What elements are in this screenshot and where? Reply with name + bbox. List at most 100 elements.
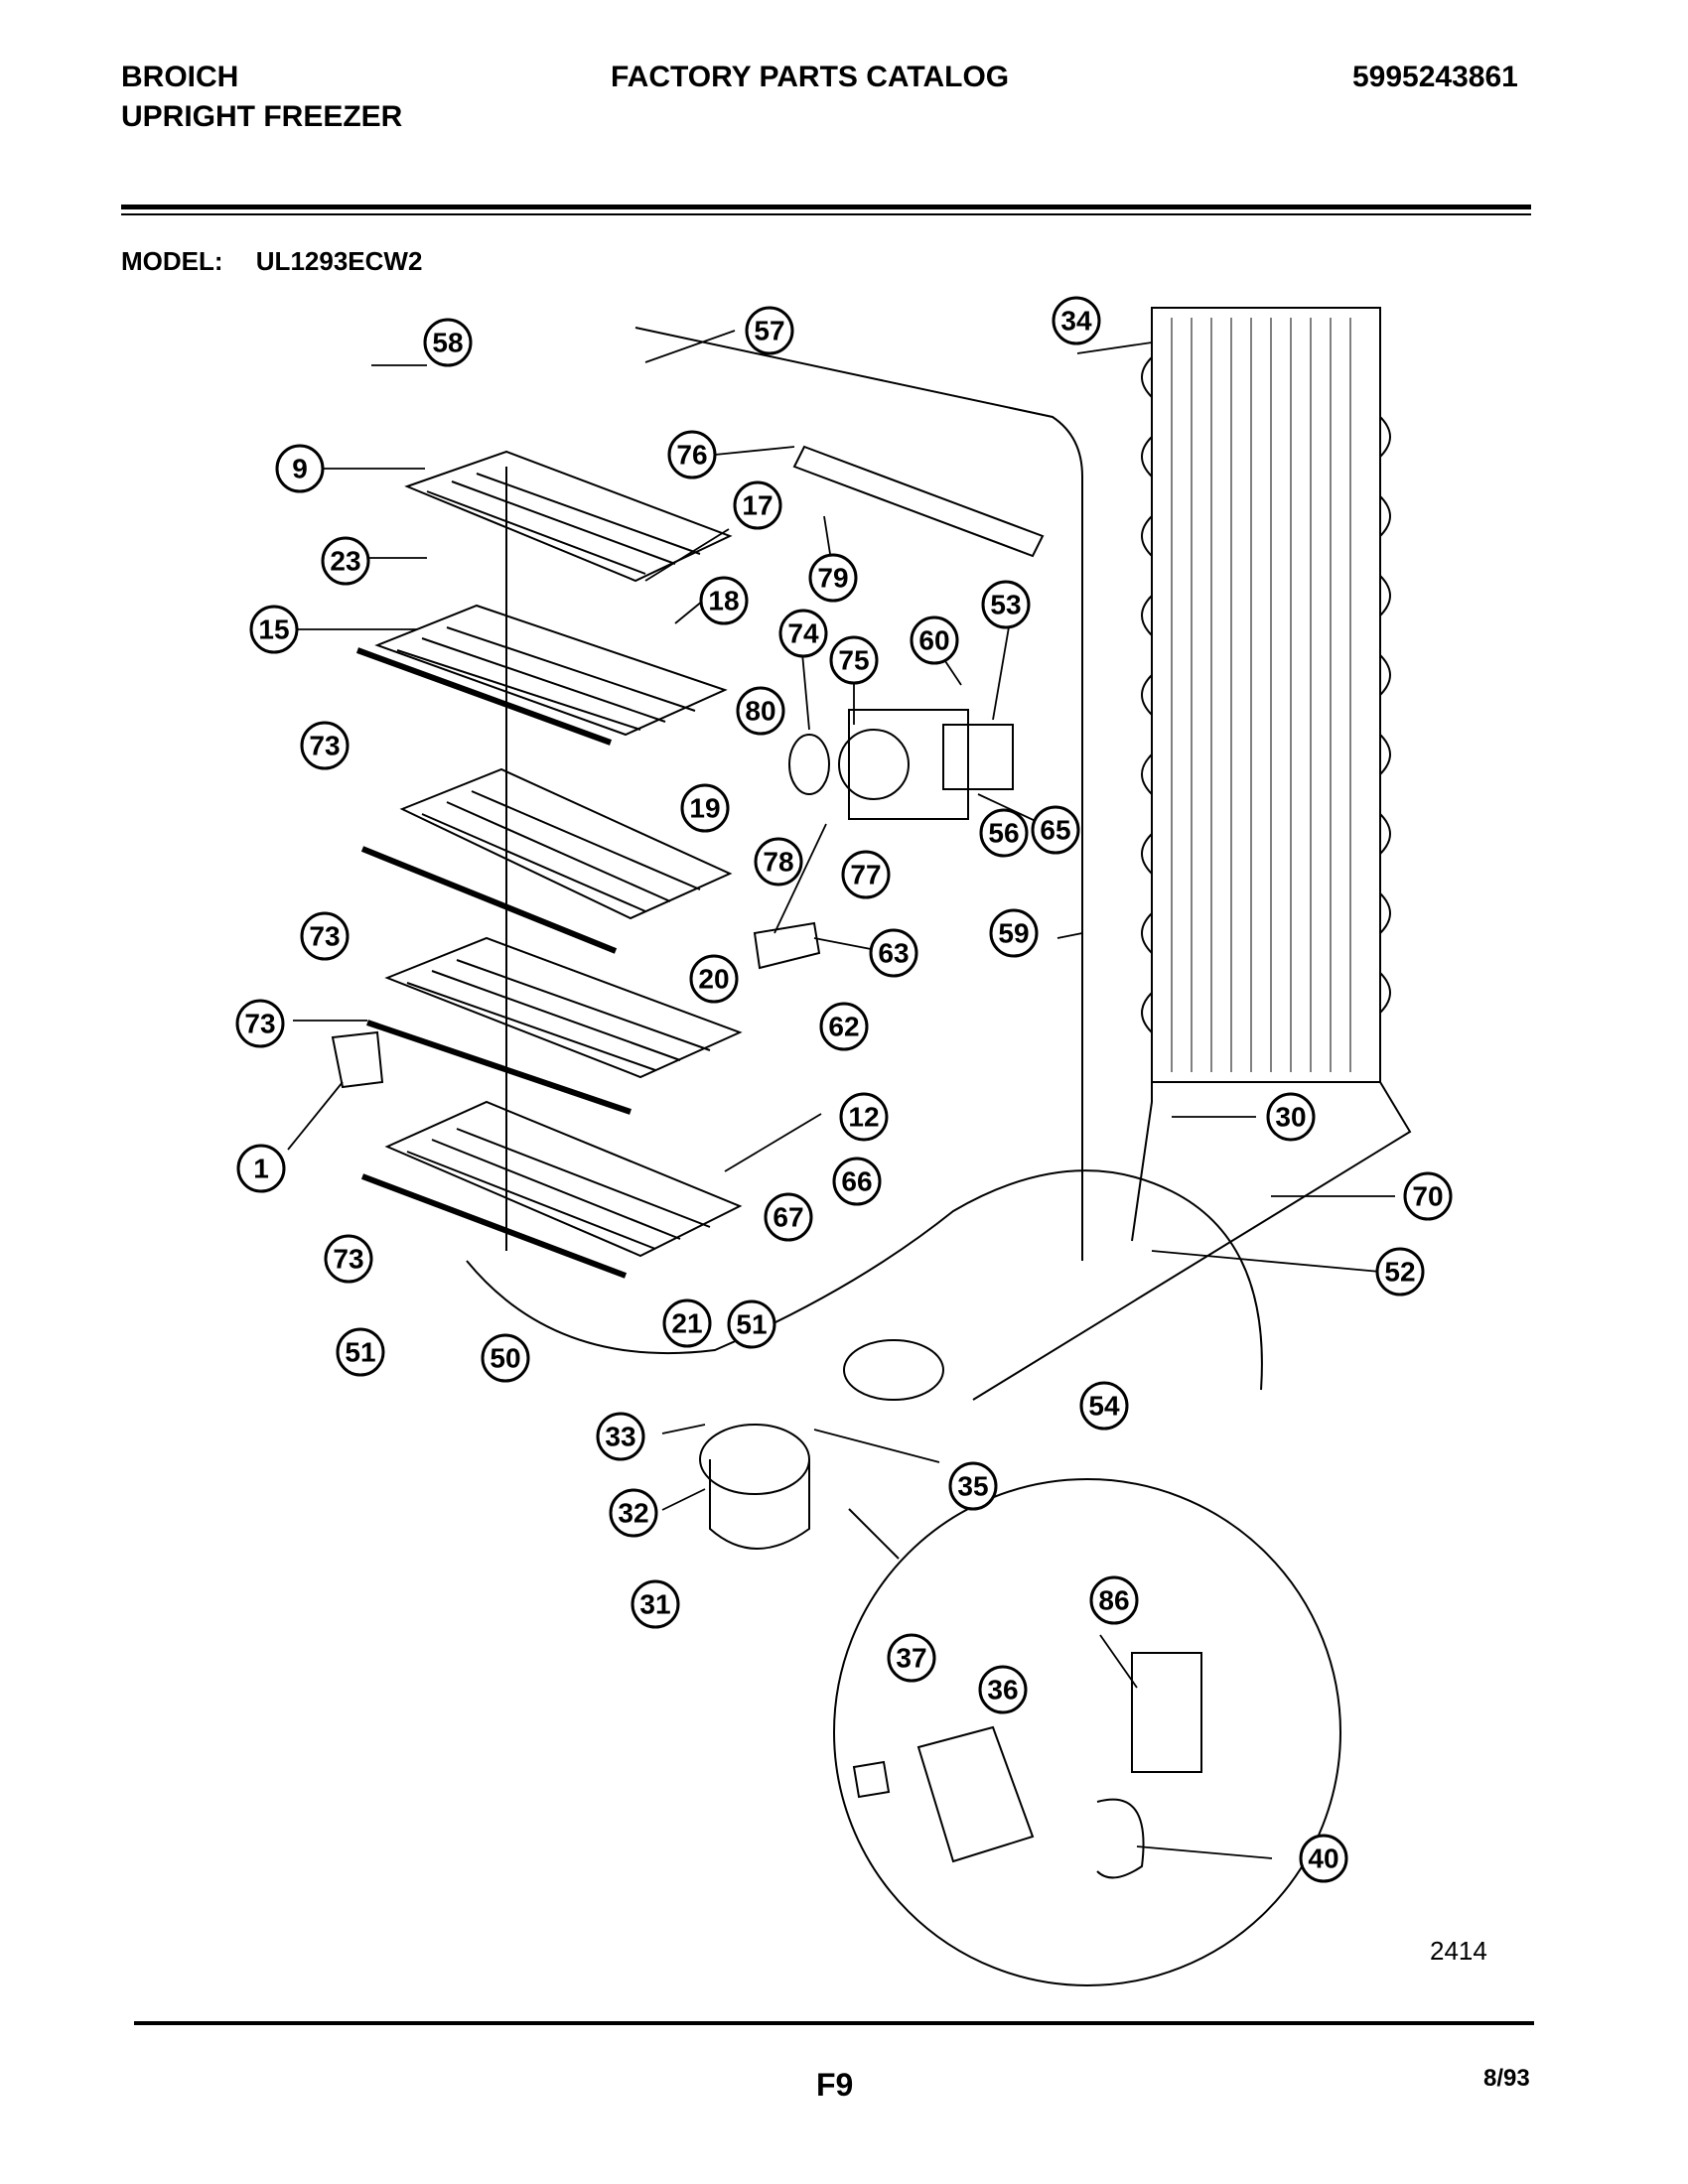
callout-67: 67 bbox=[764, 1192, 813, 1242]
page-number: F9 bbox=[816, 2067, 854, 2103]
svg-text:77: 77 bbox=[850, 860, 881, 890]
svg-text:51: 51 bbox=[736, 1309, 767, 1340]
footer-rule bbox=[134, 2021, 1534, 2025]
model-number: UL1293ECW2 bbox=[255, 246, 423, 276]
callout-74: 74 bbox=[778, 609, 828, 658]
svg-text:12: 12 bbox=[848, 1102, 879, 1133]
callout-51-right: 51 bbox=[727, 1299, 776, 1349]
model-row: MODEL: UL1293ECW2 bbox=[121, 246, 422, 277]
callout-66: 66 bbox=[832, 1157, 882, 1206]
brand-name: BROICH bbox=[121, 61, 239, 93]
callout-23: 23 bbox=[321, 536, 370, 586]
callout-33: 33 bbox=[596, 1412, 645, 1461]
callout-86: 86 bbox=[1089, 1575, 1139, 1625]
callout-58: 58 bbox=[423, 318, 473, 367]
door-latch bbox=[331, 1030, 384, 1089]
callout-1: 1 bbox=[236, 1144, 286, 1193]
svg-text:65: 65 bbox=[1040, 815, 1070, 846]
svg-text:73: 73 bbox=[309, 921, 340, 952]
svg-text:58: 58 bbox=[432, 328, 463, 358]
relay-detail-view bbox=[833, 1478, 1341, 1986]
callout-73-3: 73 bbox=[235, 999, 285, 1048]
svg-text:78: 78 bbox=[763, 847, 793, 878]
revision-date: 8/93 bbox=[1483, 2065, 1530, 2092]
svg-text:40: 40 bbox=[1308, 1843, 1338, 1874]
svg-text:32: 32 bbox=[618, 1498, 648, 1529]
suction-line bbox=[1131, 1032, 1153, 1242]
callout-21: 21 bbox=[662, 1298, 712, 1348]
svg-text:18: 18 bbox=[708, 586, 739, 616]
callout-19: 19 bbox=[680, 783, 730, 833]
callout-73-4: 73 bbox=[324, 1234, 373, 1284]
svg-text:76: 76 bbox=[676, 440, 707, 471]
svg-text:54: 54 bbox=[1088, 1391, 1120, 1422]
svg-text:9: 9 bbox=[292, 454, 308, 484]
callout-30: 30 bbox=[1266, 1092, 1316, 1142]
capillary-tube bbox=[634, 327, 1083, 1261]
svg-text:57: 57 bbox=[754, 316, 784, 346]
callout-78: 78 bbox=[754, 837, 803, 887]
svg-text:70: 70 bbox=[1412, 1181, 1443, 1212]
callout-79: 79 bbox=[808, 553, 858, 603]
drain-tube bbox=[466, 1169, 1263, 1391]
svg-text:73: 73 bbox=[244, 1009, 275, 1039]
callout-20: 20 bbox=[689, 954, 739, 1004]
callout-32: 32 bbox=[609, 1488, 658, 1538]
catalog-part-number: 5995243861 bbox=[1352, 61, 1518, 93]
svg-text:56: 56 bbox=[988, 818, 1019, 849]
shelf-3 bbox=[360, 767, 733, 954]
svg-text:80: 80 bbox=[745, 696, 775, 727]
svg-text:75: 75 bbox=[838, 645, 869, 676]
callout-52: 52 bbox=[1375, 1247, 1425, 1297]
svg-text:74: 74 bbox=[787, 618, 819, 649]
svg-text:36: 36 bbox=[987, 1675, 1018, 1706]
svg-text:1: 1 bbox=[253, 1154, 269, 1184]
svg-text:62: 62 bbox=[828, 1012, 859, 1042]
shelf-bottom bbox=[360, 1100, 743, 1279]
svg-text:60: 60 bbox=[918, 625, 949, 656]
fan-motor-assembly bbox=[788, 709, 1014, 820]
callout-9: 9 bbox=[275, 444, 325, 493]
svg-text:15: 15 bbox=[258, 614, 289, 645]
svg-text:31: 31 bbox=[639, 1589, 670, 1620]
callout-77: 77 bbox=[841, 850, 891, 899]
svg-text:79: 79 bbox=[817, 563, 848, 594]
compressor bbox=[699, 1339, 944, 1550]
svg-text:86: 86 bbox=[1098, 1585, 1129, 1616]
leader-lines bbox=[287, 330, 1395, 1859]
callout-15: 15 bbox=[249, 605, 299, 654]
svg-text:17: 17 bbox=[742, 490, 773, 521]
callout-62: 62 bbox=[819, 1002, 869, 1051]
callout-53: 53 bbox=[981, 580, 1031, 629]
thermostat-bracket bbox=[753, 921, 821, 970]
header-rule-thin bbox=[121, 213, 1531, 215]
svg-text:21: 21 bbox=[671, 1308, 702, 1339]
svg-text:35: 35 bbox=[957, 1471, 988, 1502]
model-label: MODEL: bbox=[121, 246, 223, 276]
callout-40: 40 bbox=[1299, 1834, 1348, 1883]
callout-80: 80 bbox=[736, 686, 785, 736]
discharge-line bbox=[972, 1081, 1412, 1401]
svg-text:37: 37 bbox=[896, 1643, 926, 1674]
svg-text:66: 66 bbox=[841, 1166, 872, 1197]
callout-31: 31 bbox=[631, 1579, 680, 1629]
callout-57: 57 bbox=[745, 306, 794, 355]
callout-37: 37 bbox=[887, 1633, 936, 1683]
callout-18: 18 bbox=[699, 576, 749, 625]
svg-text:63: 63 bbox=[878, 938, 909, 969]
callout-54: 54 bbox=[1079, 1381, 1129, 1431]
fan-shroud-channel bbox=[792, 445, 1045, 558]
catalog-title: FACTORY PARTS CATALOG bbox=[611, 61, 1010, 93]
callout-35: 35 bbox=[948, 1461, 998, 1511]
svg-text:59: 59 bbox=[998, 918, 1029, 949]
callout-76: 76 bbox=[667, 430, 717, 479]
callout-73-1: 73 bbox=[300, 721, 350, 770]
callout-70: 70 bbox=[1403, 1171, 1453, 1221]
callout-75: 75 bbox=[829, 635, 879, 685]
callout-60: 60 bbox=[910, 615, 959, 665]
callout-51-left: 51 bbox=[336, 1327, 385, 1377]
shelf-4 bbox=[366, 936, 743, 1115]
svg-text:51: 51 bbox=[345, 1337, 375, 1368]
drawing-number: 2414 bbox=[1430, 1936, 1487, 1966]
